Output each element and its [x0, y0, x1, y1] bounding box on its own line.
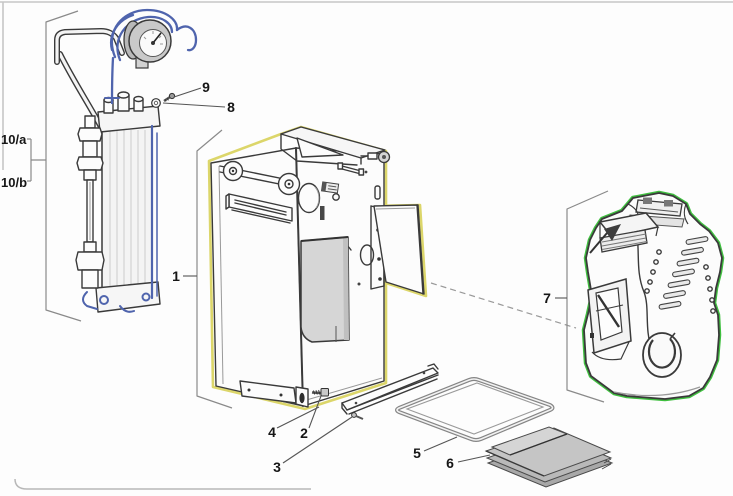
- frame-rear-flap: [373, 204, 425, 295]
- pressure-gauge: [123, 19, 172, 69]
- callout-2-label: 2: [300, 425, 308, 441]
- callout-1-label: 1: [172, 268, 180, 284]
- protective-cover: [566, 190, 725, 403]
- callout-4-label: 4: [268, 424, 276, 440]
- frame-foot-bracket: [239, 380, 309, 408]
- main-frame-assembly: [196, 125, 428, 411]
- screw: [163, 92, 176, 102]
- cover-vent-holes: [644, 249, 716, 314]
- pump-cylinder: [95, 91, 161, 313]
- callout-10-bracket: [27, 138, 46, 182]
- callout-10b-label: 10/b: [1, 175, 27, 190]
- frame-cover-flap: [300, 236, 350, 343]
- cover-vent-slots: [658, 236, 709, 310]
- callout-3-label: 3: [273, 459, 281, 475]
- washer: [151, 98, 161, 108]
- wire-tray: [395, 377, 555, 442]
- hand-pump-assembly: [27, 8, 198, 322]
- callout-9-label: 9: [202, 79, 210, 95]
- fixing-screw-lower: [351, 412, 364, 420]
- pump-piston-column: [75, 115, 105, 289]
- pump-highlight-lines: [82, 8, 198, 313]
- cover-bottom-shade: [613, 386, 701, 397]
- callout-10a-label: 10/a: [1, 132, 27, 147]
- fixing-screw-upper: [311, 388, 329, 397]
- frame-reference-bracket: [196, 129, 233, 409]
- frame-top-channel: [280, 126, 386, 166]
- folded-sheets: [484, 426, 614, 488]
- assembly-dashed-line: [430, 282, 577, 329]
- callout-labels: 1 2 3 4 5 6 7 8 9 10/a 10/b: [1, 79, 551, 475]
- cover-reference-bracket: [566, 190, 609, 403]
- frame-rollers: [219, 160, 301, 196]
- cover-latch-window: [587, 278, 632, 361]
- callout-leaders: [162, 87, 567, 464]
- callout-5-label: 5: [413, 445, 421, 461]
- mounting-rail: [341, 363, 439, 415]
- pump-reference-bracket: [45, 10, 82, 322]
- callout-8-label: 8: [227, 99, 235, 115]
- callout-6-label: 6: [446, 455, 454, 471]
- cover-lid: [589, 212, 660, 254]
- cover-round-port: [642, 332, 682, 378]
- frame-slot-bracket: [225, 193, 293, 224]
- callout-7-label: 7: [543, 290, 551, 306]
